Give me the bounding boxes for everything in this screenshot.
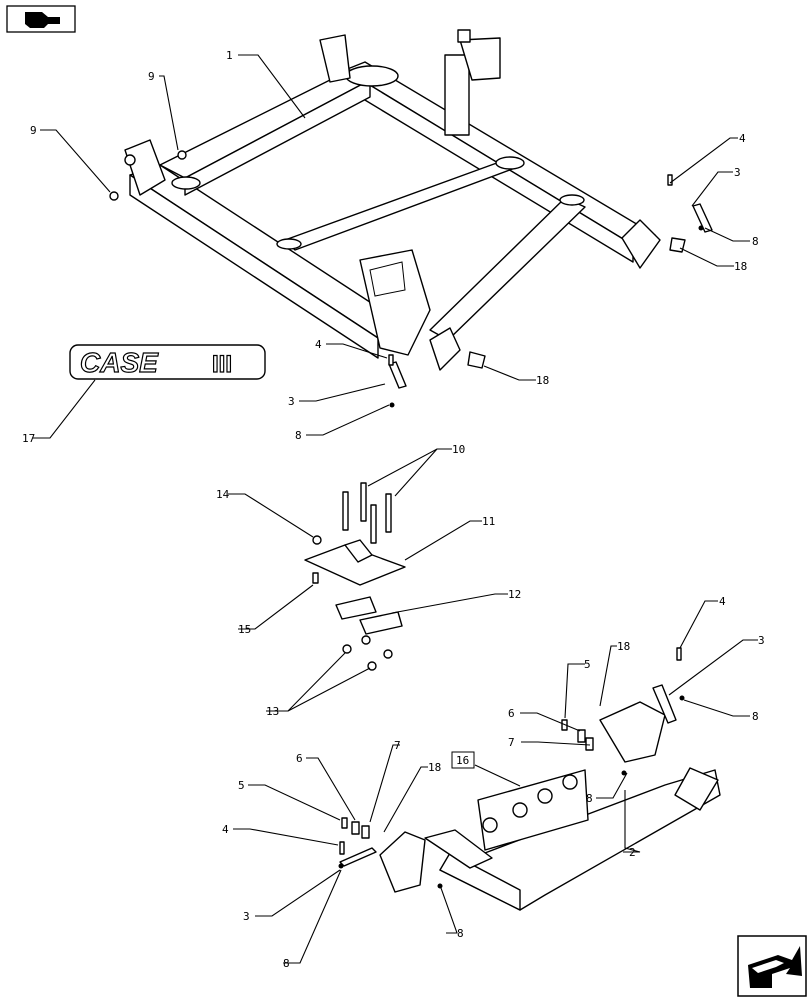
leader-lines xyxy=(33,54,758,964)
callout-3-c: 3 xyxy=(758,634,765,647)
nut-9a xyxy=(177,150,187,160)
clip-4-upper-right xyxy=(667,174,673,186)
page-forward-arrow-icon[interactable] xyxy=(737,935,807,997)
mount-bracket-11 xyxy=(304,539,406,586)
callout-16: 16 xyxy=(456,754,469,767)
nut-13b xyxy=(361,635,371,645)
callout-5-a: 5 xyxy=(584,658,591,671)
callout-10: 10 xyxy=(452,443,465,456)
callout-7-b: 7 xyxy=(394,739,401,752)
pin-3-upper-right xyxy=(692,203,713,233)
logo-case-text: CASE xyxy=(80,347,159,378)
callout-8-e: 8 xyxy=(283,957,290,970)
logo-mark: III xyxy=(212,351,232,378)
nut-14 xyxy=(312,535,322,545)
callout-7-a: 7 xyxy=(508,736,515,749)
case-ih-logo: CASE III xyxy=(69,344,266,380)
clip-4-lower-right xyxy=(676,647,682,661)
callout-4-c: 4 xyxy=(719,595,726,608)
callout-labels: 1 2 3 3 3 3 4 4 4 4 5 5 6 6 7 7 8 8 8 8 … xyxy=(22,49,765,970)
pin-3-lower-left xyxy=(339,847,377,867)
callout-box-16 xyxy=(451,751,475,769)
callout-6-b: 6 xyxy=(296,752,303,765)
bolt-5-left xyxy=(341,817,348,829)
nut-13c xyxy=(383,649,393,659)
callout-2: 2 xyxy=(629,846,636,859)
bolt-set xyxy=(342,482,392,544)
nut-13a xyxy=(342,644,352,654)
callout-4-d: 4 xyxy=(222,823,229,836)
callout-18-b: 18 xyxy=(536,374,549,387)
plate-12b xyxy=(359,611,403,635)
bolt-15 xyxy=(312,572,319,584)
plate-12a xyxy=(335,596,377,620)
callout-8-a: 8 xyxy=(752,235,759,248)
callout-4-a: 4 xyxy=(739,132,746,145)
callout-1: 1 xyxy=(226,49,233,62)
callout-17: 17 xyxy=(22,432,35,445)
callout-18-c: 18 xyxy=(617,640,630,653)
drawbar-assembly xyxy=(379,701,721,911)
callout-8-c: 8 xyxy=(752,710,759,723)
washer-7-left xyxy=(361,825,370,839)
callout-9-b: 9 xyxy=(30,124,37,137)
callout-4-b: 4 xyxy=(315,338,322,351)
nut-9b xyxy=(109,191,119,201)
callout-18-a: 18 xyxy=(734,260,747,273)
clip-4-lower-left xyxy=(339,841,345,855)
washer-6-left xyxy=(351,821,360,835)
callout-12: 12 xyxy=(508,588,521,601)
callout-6-a: 6 xyxy=(508,707,515,720)
callout-8-b: 8 xyxy=(295,429,302,442)
callout-3-a: 3 xyxy=(734,166,741,179)
washer-6-right xyxy=(577,729,586,743)
callout-9-a: 9 xyxy=(148,70,155,83)
callout-13: 13 xyxy=(266,705,279,718)
washer-7-right xyxy=(585,737,594,751)
frame-assembly xyxy=(124,29,686,371)
callout-3-d: 3 xyxy=(243,910,250,923)
callout-11: 11 xyxy=(482,515,495,528)
callout-5-b: 5 xyxy=(238,779,245,792)
pin-3-lower-right xyxy=(652,684,677,724)
clip-4-upper-center xyxy=(388,354,394,366)
callout-18-d: 18 xyxy=(428,761,441,774)
page-back-arrow-icon[interactable] xyxy=(6,5,76,33)
pin-3-upper-center xyxy=(388,361,407,389)
callout-3-b: 3 xyxy=(288,395,295,408)
callout-8-f: 8 xyxy=(457,927,464,940)
callout-8-d: 8 xyxy=(586,792,593,805)
callout-15: 15 xyxy=(238,623,251,636)
callout-14: 14 xyxy=(216,488,230,501)
